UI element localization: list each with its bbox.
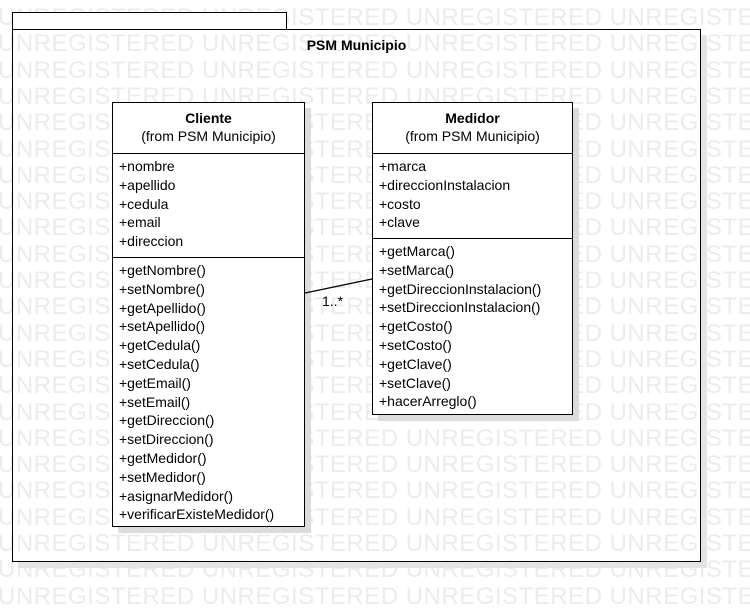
class-cliente-origin: (from PSM Municipio): [141, 128, 276, 144]
class-medidor-name: Medidor: [445, 110, 500, 126]
class-cliente-header: Cliente (from PSM Municipio): [113, 103, 304, 154]
association-multiplicity: 1..*: [322, 293, 344, 309]
operation-set-apellido: +setApellido(): [119, 318, 205, 335]
operation-get-nombre: +getNombre(): [119, 262, 206, 278]
attribute-email: +email: [119, 214, 161, 231]
operation-set-clave: +setClave(): [379, 374, 451, 391]
operation-get-marca: +getMarca(): [379, 243, 455, 259]
operation-set-costo: +setCosto(): [379, 336, 452, 353]
operation-set-marca: +setMarca(): [379, 261, 455, 278]
attribute-cedula: +cedula: [119, 195, 169, 212]
operation-set-nombre: +setNombre(): [119, 280, 205, 297]
operation-get-costo: +getCosto(): [379, 318, 453, 335]
package-title: PSM Municipio: [306, 37, 407, 53]
operation-get-cedula: +getCedula(): [119, 337, 201, 354]
class-cliente[interactable]: Cliente (from PSM Municipio) +nombre +ap…: [112, 102, 305, 527]
operation-set-email: +setEmail(): [119, 393, 191, 410]
operation-asignar-medidor: +asignarMedidor(): [119, 487, 233, 504]
operation-get-direccion: +getDireccion(): [119, 412, 215, 429]
attribute-direccion-instalacion: +direccionInstalacion: [379, 176, 511, 193]
class-medidor-attributes: +marca +direccionInstalacion +costo +cla…: [373, 154, 572, 239]
operation-get-clave: +getClave(): [379, 355, 452, 372]
operation-verificar-existe-medidor: +verificarExisteMedidor(): [119, 506, 275, 523]
class-medidor-header: Medidor (from PSM Municipio): [373, 103, 572, 154]
operation-get-email: +getEmail(): [119, 374, 191, 391]
attribute-direccion: +direccion: [119, 233, 184, 250]
class-cliente-operations: +getNombre() +setNombre() +getApellido()…: [113, 258, 304, 524]
attribute-nombre: +nombre: [119, 158, 175, 174]
class-cliente-attributes: +nombre +apellido +cedula +email +direcc…: [113, 154, 304, 258]
attribute-clave: +clave: [379, 214, 420, 231]
operation-hacer-arreglo: +hacerArreglo(): [379, 393, 477, 410]
package-tab: [12, 12, 287, 30]
operation-set-cedula: +setCedula(): [119, 355, 200, 372]
attribute-costo: +costo: [379, 195, 421, 212]
operation-get-medidor: +getMedidor(): [119, 449, 207, 466]
operation-set-medidor: +setMedidor(): [119, 468, 206, 485]
operation-get-apellido: +getApellido(): [119, 299, 206, 316]
class-medidor-operations: +getMarca() +setMarca() +getDireccionIns…: [373, 239, 572, 411]
attribute-apellido: +apellido: [119, 176, 176, 193]
operation-get-direccion-instalacion: +getDireccionInstalacion(): [379, 280, 542, 297]
attribute-marca: +marca: [379, 158, 427, 174]
package-psm-municipio[interactable]: PSM Municipio: [12, 29, 701, 562]
operation-set-direccion-instalacion: +setDireccionInstalacion(): [379, 299, 541, 316]
watermark-line: UNREGISTERED UNREGISTERED UNREGISTERED U…: [0, 582, 750, 610]
class-medidor-origin: (from PSM Municipio): [405, 128, 540, 144]
class-cliente-name: Cliente: [185, 110, 232, 126]
class-medidor[interactable]: Medidor (from PSM Municipio) +marca +dir…: [372, 102, 573, 415]
operation-set-direccion: +setDireccion(): [119, 431, 214, 448]
